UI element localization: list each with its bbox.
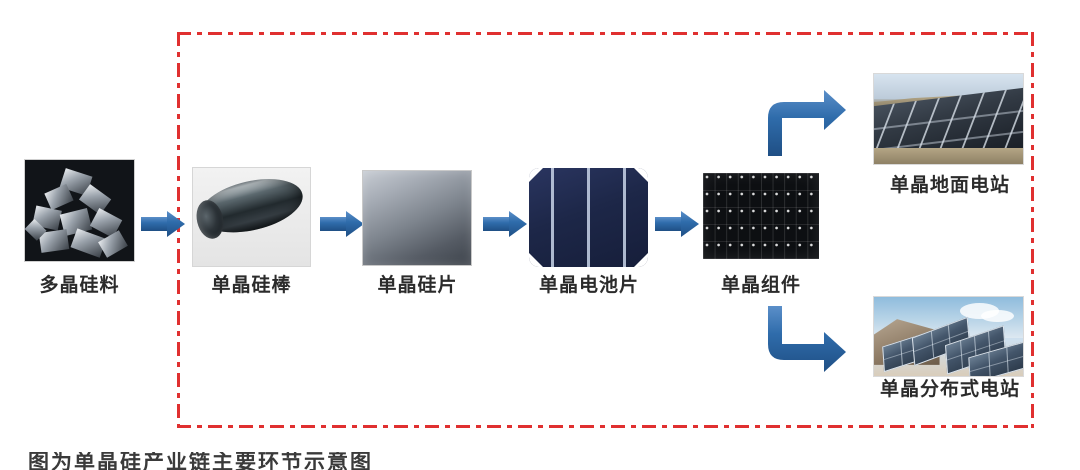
cell-chamfer <box>529 252 544 267</box>
cloud <box>981 309 1015 323</box>
stage-label-mono-cell: 单晶电池片 <box>538 275 639 296</box>
arrow-ingot-to-wafer <box>320 211 364 237</box>
arrow-shaft <box>320 217 350 231</box>
cell-chamfer <box>529 168 544 183</box>
cell-busbar <box>587 168 590 267</box>
arrow-cell-to-module <box>655 211 699 237</box>
monocrystalline-ingot-photo <box>192 167 311 267</box>
access-road <box>874 147 1023 164</box>
arrow-feedstock-to-ingot <box>141 211 185 237</box>
cell-busbar <box>551 168 554 267</box>
stage-label-mono-wafer: 单晶硅片 <box>377 275 458 296</box>
arrow-shaft <box>655 217 685 231</box>
stage-label-mono-ingot: 单晶硅棒 <box>211 275 292 296</box>
monocrystalline-module-photo <box>703 173 819 259</box>
polysilicon-chunks-photo <box>24 159 135 262</box>
stage-label-distributed-power-station: 单晶分布式电站 <box>879 379 1020 400</box>
stage-label-mono-module: 单晶组件 <box>720 275 801 296</box>
boundary-edge-top <box>177 32 1034 35</box>
arrow-wafer-to-cell <box>483 211 527 237</box>
arrow-module-to-ground-station <box>762 88 848 156</box>
arrow-shaft <box>141 217 171 231</box>
boundary-edge-right <box>1031 32 1034 428</box>
cell-chamfer <box>633 252 648 267</box>
arrow-head <box>167 211 185 237</box>
boundary-edge-bottom <box>177 425 1034 428</box>
ground-mounted-solar-farm-photo <box>873 73 1024 165</box>
cell-chamfer <box>633 168 648 183</box>
stage-mono-cell: 单晶电池片 <box>0 0 648 295</box>
arrow-shaft <box>483 217 513 231</box>
arrow-module-to-distributed-station <box>762 306 848 374</box>
cell-busbar <box>623 168 626 267</box>
rooftop-distributed-solar-photo <box>873 296 1024 377</box>
stage-label-ground-power-station: 单晶地面电站 <box>889 175 1010 196</box>
monocrystalline-wafer-photo <box>362 170 472 266</box>
arrow-head <box>509 211 527 237</box>
figure-caption: 图为单晶硅产业链主要环节示意图 <box>28 452 373 470</box>
polysilicon-chunk-cluster <box>25 160 134 261</box>
stage-label-polysilicon-feedstock: 多晶硅料 <box>39 275 120 296</box>
arrow-head <box>681 211 699 237</box>
monocrystalline-solar-cell-photo <box>529 168 648 267</box>
